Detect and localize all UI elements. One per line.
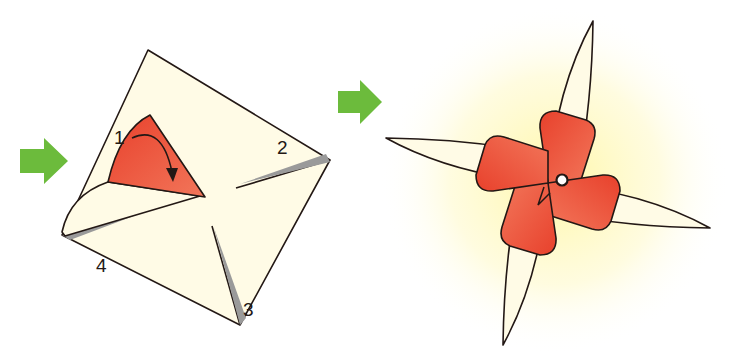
callout-number: 2: [277, 138, 288, 157]
step-arrow: [20, 138, 68, 184]
callout-number: 4: [96, 256, 107, 275]
callout-number: 3: [243, 300, 254, 319]
pinwheel: [386, 21, 710, 345]
folded-square: [62, 50, 330, 325]
callout-number: 1: [114, 128, 125, 147]
step-arrow: [338, 80, 382, 124]
glow: [380, 5, 730, 351]
